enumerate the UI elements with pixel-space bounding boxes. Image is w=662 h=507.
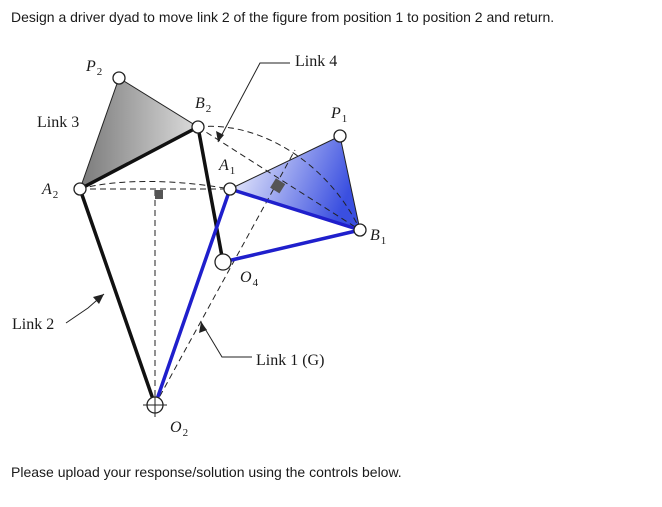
joint-a1 bbox=[223, 182, 237, 196]
label-link-4: Link 4 bbox=[295, 53, 337, 70]
label-p1: P1 bbox=[330, 105, 347, 125]
link-3-edge-position-1 bbox=[228, 187, 362, 232]
upload-instructions: Please upload your response/solution usi… bbox=[11, 464, 402, 480]
label-b2: B2 bbox=[195, 95, 211, 115]
label-a2: A2 bbox=[41, 181, 58, 201]
leader-lines bbox=[65, 62, 290, 358]
joint-b2 bbox=[191, 120, 205, 134]
link-4-position-1 bbox=[221, 228, 362, 264]
position-2-links bbox=[78, 125, 225, 407]
label-link-3: Link 3 bbox=[37, 114, 79, 131]
label-b1: B1 bbox=[370, 227, 386, 247]
right-angle-square-left bbox=[155, 190, 163, 199]
label-link-1: Link 1 (G) bbox=[256, 352, 324, 369]
problem-statement: Design a driver dyad to move link 2 of t… bbox=[11, 9, 555, 25]
link-3-edge-position-2 bbox=[78, 125, 200, 191]
link-4-position-2 bbox=[196, 125, 225, 264]
link-2-position-1 bbox=[153, 187, 232, 407]
label-p2: P2 bbox=[85, 58, 102, 78]
link-2-position-2 bbox=[78, 187, 157, 407]
label-o2: O2 bbox=[170, 419, 188, 439]
joint-b1 bbox=[353, 223, 367, 237]
construction-lines bbox=[79, 125, 361, 406]
pin-joints bbox=[73, 71, 367, 414]
joint-p2 bbox=[112, 71, 126, 85]
label-link-2: Link 2 bbox=[12, 316, 54, 333]
ground-pivot-o2-crosshair bbox=[143, 395, 167, 417]
ground-pivot-o4 bbox=[214, 253, 232, 271]
label-o4: O4 bbox=[240, 269, 259, 289]
right-angle-square-right bbox=[270, 178, 286, 194]
leader-arrowheads bbox=[93, 131, 224, 333]
joint-a2 bbox=[73, 182, 87, 196]
label-a1: A1 bbox=[218, 157, 235, 177]
position-1-links bbox=[153, 187, 362, 407]
coupler-triangle-position-2 bbox=[79, 77, 200, 191]
joint-p1 bbox=[333, 129, 347, 143]
